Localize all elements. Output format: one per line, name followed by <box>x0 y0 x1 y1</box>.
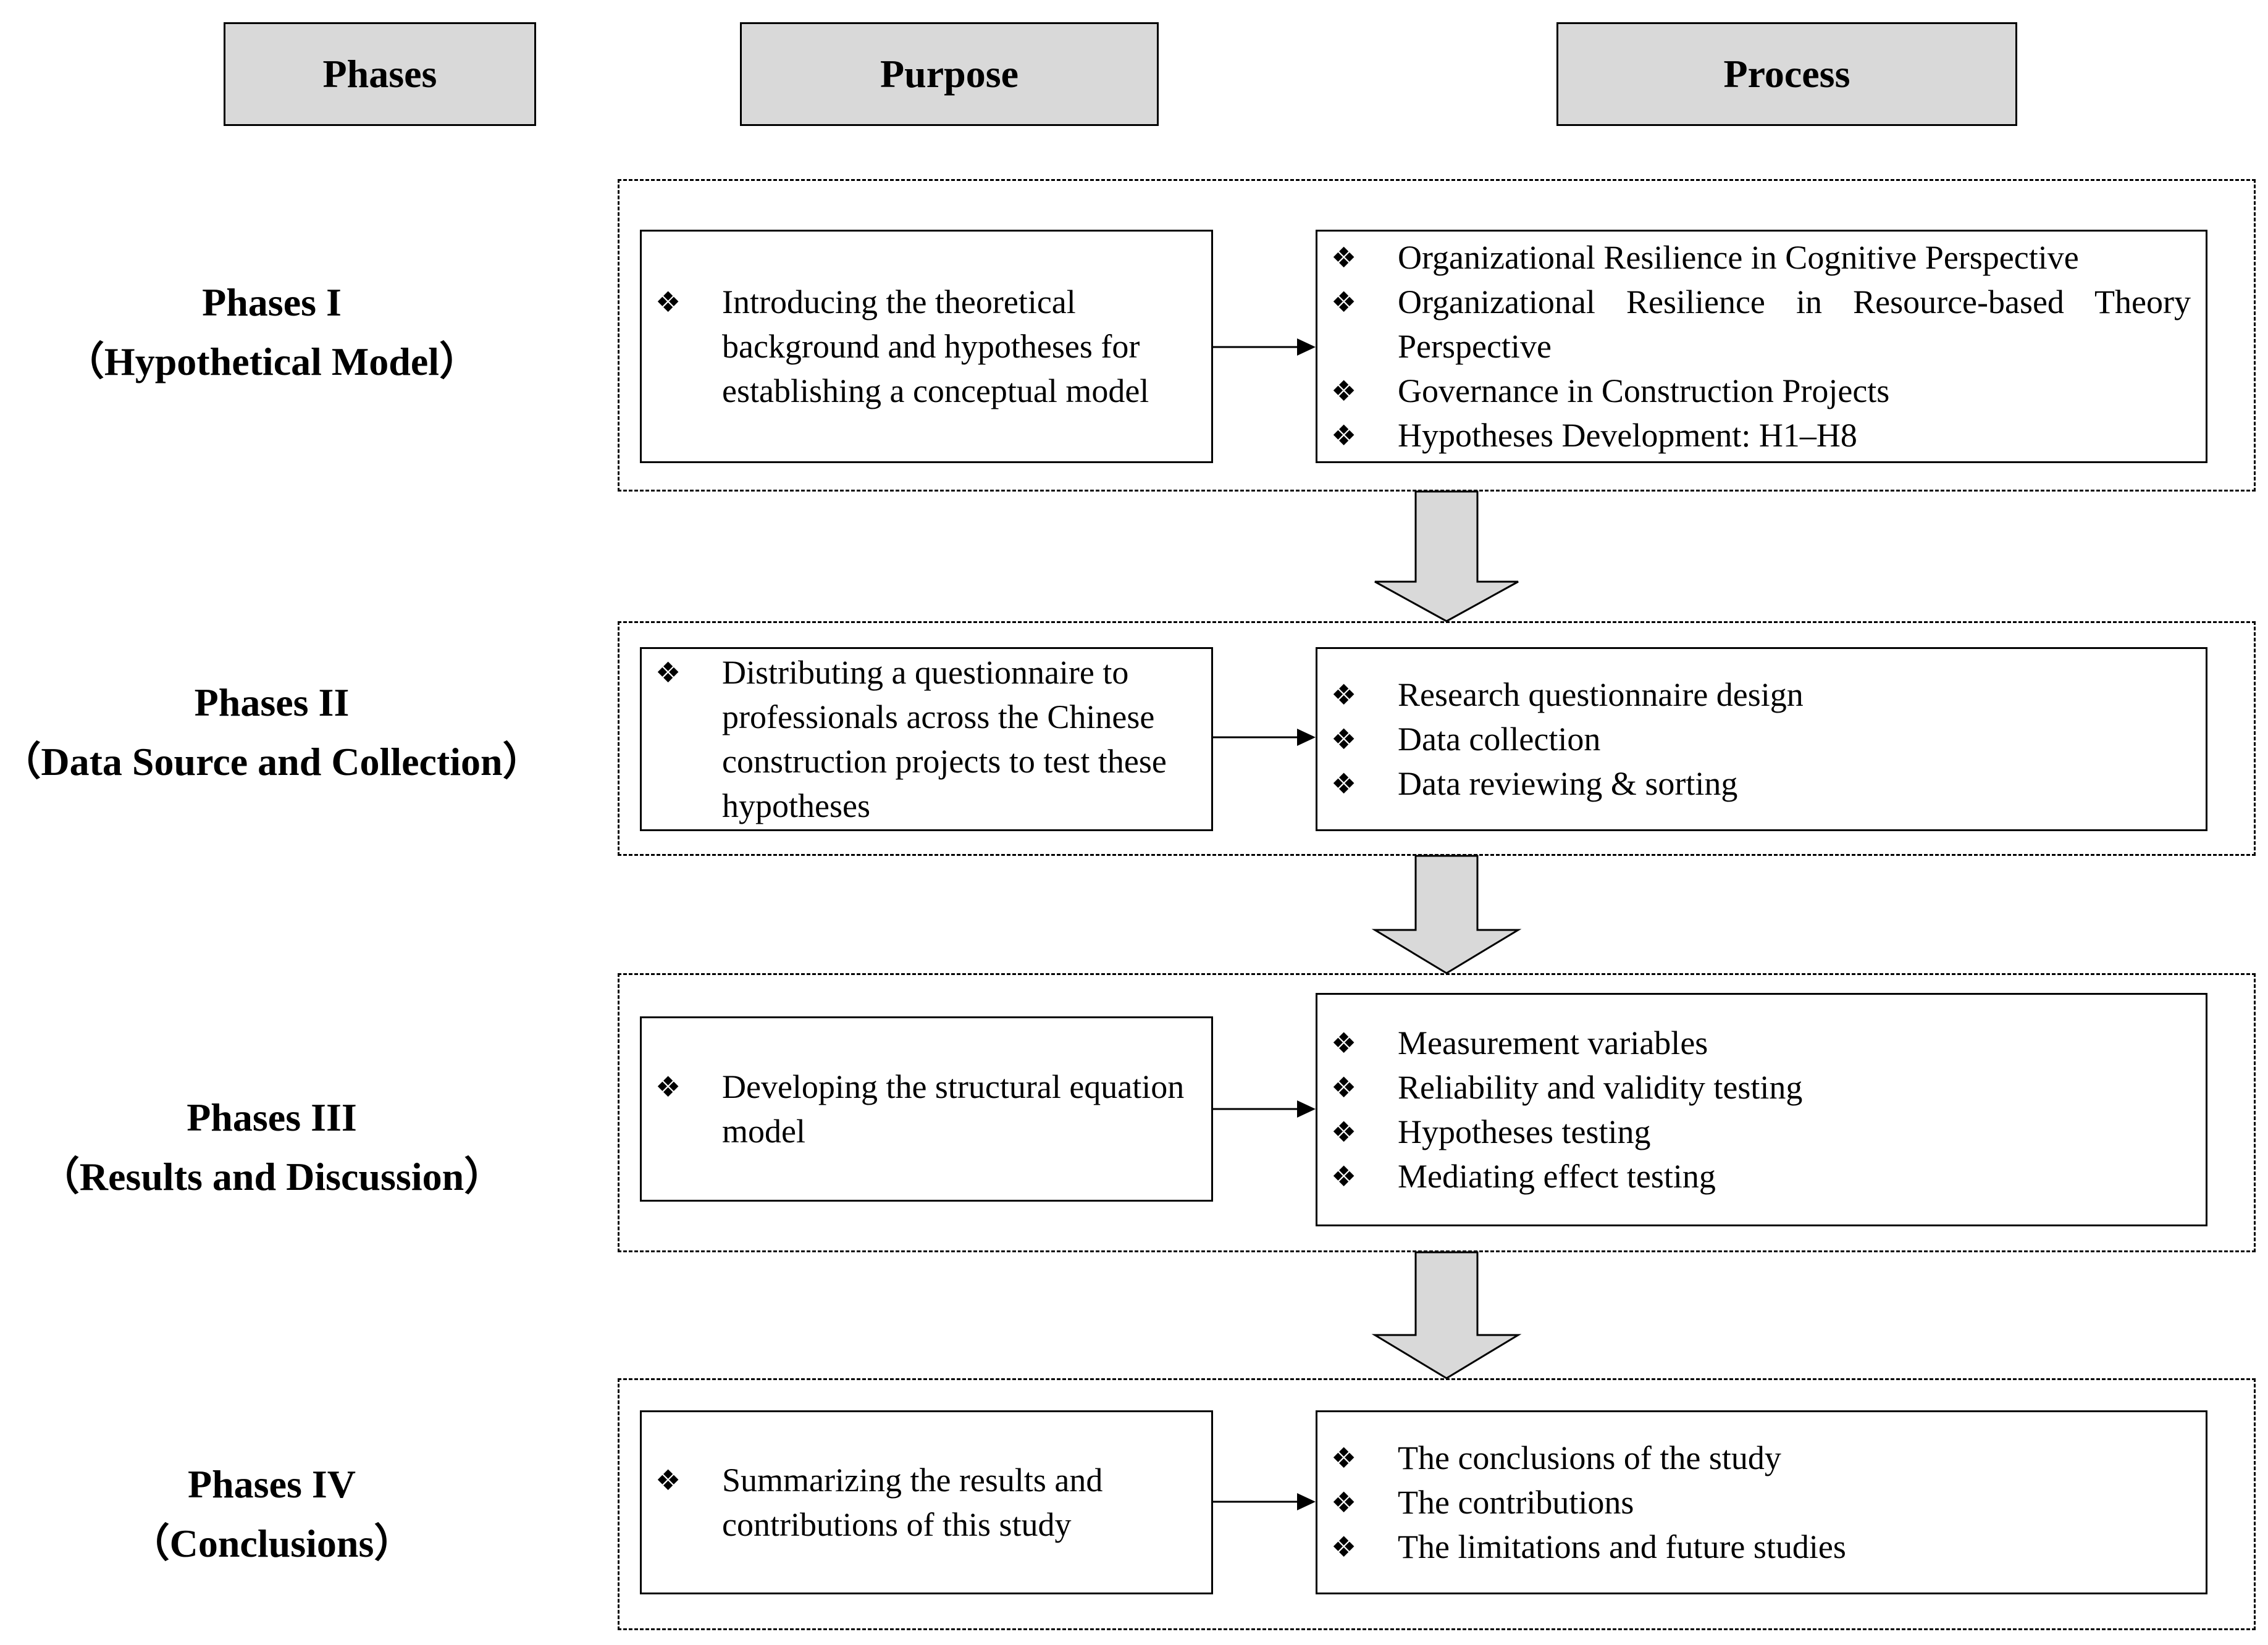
bullet-icon: ❖ <box>655 1070 681 1103</box>
process-item: ❖ Research questionnaire design <box>1317 672 2206 717</box>
purpose-item: ❖ Distributing a questionnaire to profes… <box>642 650 1211 828</box>
bullet-icon: ❖ <box>1331 1160 1357 1193</box>
process-box-1: ❖ Organizational Resilience in Cognitive… <box>1316 230 2207 463</box>
process-text: Data reviewing & sorting <box>1398 765 1738 802</box>
phase-title: Phases III <box>187 1095 357 1139</box>
bullet-icon: ❖ <box>1331 678 1357 711</box>
purpose-text: Developing the structural equation model <box>722 1068 1185 1150</box>
process-box-3: ❖ Measurement variables ❖ Reliability an… <box>1316 993 2207 1226</box>
purpose-text: Introducing the theoretical background a… <box>722 283 1149 409</box>
phase-subtitle: （Hypothetical Model） <box>64 340 479 383</box>
header-purpose: Purpose <box>740 22 1159 126</box>
bullet-icon: ❖ <box>1331 1026 1357 1060</box>
process-item: ❖ Organizational Resilience in Cognitive… <box>1317 235 2206 280</box>
phase-subtitle: （Data Source and Collection） <box>1 740 542 784</box>
process-item: ❖ Data reviewing & sorting <box>1317 761 2206 806</box>
process-item: ❖ The conclusions of the study <box>1317 1436 2206 1480</box>
process-text: Organizational Resilience in Cognitive P… <box>1398 239 2079 276</box>
down-arrow-2 <box>1371 855 1522 974</box>
process-item: ❖ Hypotheses testing <box>1317 1110 2206 1154</box>
bullet-icon: ❖ <box>1331 1115 1357 1149</box>
purpose-item: ❖ Summarizing the results and contributi… <box>642 1458 1211 1547</box>
process-text: Hypotheses testing <box>1398 1113 1651 1150</box>
process-text: Governance in Construction Projects <box>1398 372 1890 409</box>
purpose-text: Distributing a questionnaire to professi… <box>722 654 1167 824</box>
bullet-icon: ❖ <box>1331 722 1357 756</box>
connector-arrow-4 <box>1213 1493 1316 1510</box>
phase-subtitle: （Results and Discussion） <box>40 1155 504 1199</box>
process-item: ❖ Reliability and validity testing <box>1317 1065 2206 1110</box>
purpose-text: Summarizing the results and contribution… <box>722 1462 1103 1543</box>
connector-arrow-1 <box>1213 338 1316 356</box>
bullet-icon: ❖ <box>1331 374 1357 408</box>
bullet-icon: ❖ <box>1331 241 1357 274</box>
header-process: Process <box>1556 22 2017 126</box>
process-text: Mediating effect testing <box>1398 1158 1716 1195</box>
process-text: The limitations and future studies <box>1398 1528 1846 1565</box>
header-phases: Phases <box>224 22 536 126</box>
bullet-icon: ❖ <box>1331 285 1357 319</box>
process-text: Hypotheses Development: H1–H8 <box>1398 417 1857 454</box>
phase-label-4: Phases IV （Conclusions） <box>0 1455 544 1573</box>
down-arrow-1 <box>1374 490 1519 622</box>
process-item: ❖ The contributions <box>1317 1480 2206 1525</box>
phase-label-1: Phases I （Hypothetical Model） <box>0 273 544 391</box>
process-item: ❖ Mediating effect testing <box>1317 1154 2206 1199</box>
bullet-icon: ❖ <box>1331 1441 1357 1475</box>
process-box-2: ❖ Research questionnaire design ❖ Data c… <box>1316 647 2207 831</box>
phase-subtitle: （Conclusions） <box>130 1522 414 1565</box>
process-item: ❖ The limitations and future studies <box>1317 1525 2206 1569</box>
bullet-icon: ❖ <box>655 656 681 689</box>
phase-title: Phases II <box>194 680 350 724</box>
process-item: ❖ Governance in Construction Projects <box>1317 369 2206 413</box>
process-text: Organizational Resilience in Resource-ba… <box>1398 283 2191 365</box>
bullet-icon: ❖ <box>1331 1530 1357 1563</box>
bullet-icon: ❖ <box>655 285 681 319</box>
bullet-icon: ❖ <box>1331 1486 1357 1519</box>
connector-arrow-3 <box>1213 1100 1316 1118</box>
phase-title: Phases I <box>202 280 342 324</box>
process-item: ❖ Organizational Resilience in Resource-… <box>1317 280 2206 369</box>
down-arrow-3 <box>1371 1251 1522 1379</box>
purpose-box-3: ❖ Developing the structural equation mod… <box>640 1016 1213 1202</box>
process-item: ❖ Hypotheses Development: H1–H8 <box>1317 413 2206 458</box>
purpose-box-2: ❖ Distributing a questionnaire to profes… <box>640 647 1213 831</box>
purpose-box-4: ❖ Summarizing the results and contributi… <box>640 1410 1213 1594</box>
phase-title: Phases IV <box>187 1462 356 1506</box>
process-text: The contributions <box>1398 1484 1634 1521</box>
process-text: Reliability and validity testing <box>1398 1069 1803 1106</box>
connector-arrow-2 <box>1213 729 1316 746</box>
purpose-item: ❖ Introducing the theoretical background… <box>642 280 1211 413</box>
process-text: Measurement variables <box>1398 1024 1708 1061</box>
process-box-4: ❖ The conclusions of the study ❖ The con… <box>1316 1410 2207 1594</box>
process-item: ❖ Data collection <box>1317 717 2206 761</box>
process-item: ❖ Measurement variables <box>1317 1021 2206 1065</box>
bullet-icon: ❖ <box>1331 419 1357 452</box>
process-text: Research questionnaire design <box>1398 676 1804 713</box>
purpose-item: ❖ Developing the structural equation mod… <box>642 1065 1211 1153</box>
process-text: The conclusions of the study <box>1398 1439 1781 1476</box>
purpose-box-1: ❖ Introducing the theoretical background… <box>640 230 1213 463</box>
phase-container-4 <box>618 1378 2256 1630</box>
bullet-icon: ❖ <box>1331 1071 1357 1104</box>
bullet-icon: ❖ <box>1331 767 1357 800</box>
phase-label-3: Phases III （Results and Discussion） <box>0 1088 544 1207</box>
phase-label-2: Phases II （Data Source and Collection） <box>0 673 544 792</box>
process-text: Data collection <box>1398 721 1601 758</box>
bullet-icon: ❖ <box>655 1463 681 1497</box>
